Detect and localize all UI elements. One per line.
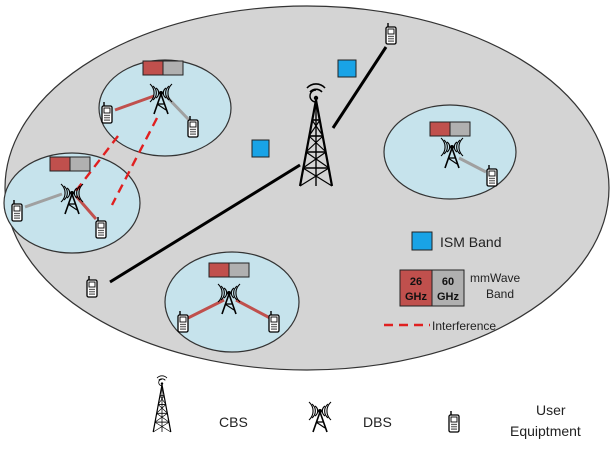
legend-ue-label-line1: User bbox=[536, 402, 566, 418]
mmwave-60-link bbox=[24, 192, 63, 209]
dbs-antenna-icon bbox=[308, 401, 332, 433]
phone-icon bbox=[448, 410, 460, 433]
band-pair-indicator bbox=[49, 156, 91, 172]
legend-mmwave-line2: Band bbox=[486, 287, 515, 301]
mmwave-26-link bbox=[114, 94, 155, 112]
legend-interference-label: Interference bbox=[432, 319, 497, 333]
mmwave-26-link bbox=[187, 298, 225, 320]
ism-band-marker bbox=[251, 139, 270, 158]
legend-26ghz-swatch bbox=[399, 269, 433, 307]
legend-ue-label-line2: Equiptment bbox=[510, 423, 581, 439]
legend-cbs-label: CBS bbox=[219, 414, 248, 430]
legend-60ghz-swatch bbox=[431, 269, 465, 307]
ism-band-marker bbox=[337, 59, 357, 78]
backhaul-link-top bbox=[331, 46, 388, 129]
legend-mmwave-line1: mmWave bbox=[470, 271, 521, 285]
legend-60-number: 60 bbox=[442, 276, 454, 288]
band-pair-indicator bbox=[208, 262, 250, 278]
band-pair-indicator bbox=[142, 60, 184, 76]
legend-ism-label: ISM Band bbox=[440, 234, 502, 250]
legend-26-unit: GHz bbox=[405, 291, 428, 303]
band-pair-indicator bbox=[429, 121, 471, 137]
interference-link-2 bbox=[110, 117, 159, 206]
backhaul-link-left bbox=[109, 163, 301, 284]
legend-dbs-label: DBS bbox=[363, 414, 392, 430]
tower-icon bbox=[152, 375, 172, 433]
legend-ism-swatch bbox=[411, 231, 433, 251]
legend-26-number: 26 bbox=[410, 276, 422, 288]
mmwave-26-link bbox=[235, 298, 271, 320]
mmwave-60-link bbox=[458, 156, 487, 174]
legend-60-unit: GHz bbox=[437, 291, 460, 303]
